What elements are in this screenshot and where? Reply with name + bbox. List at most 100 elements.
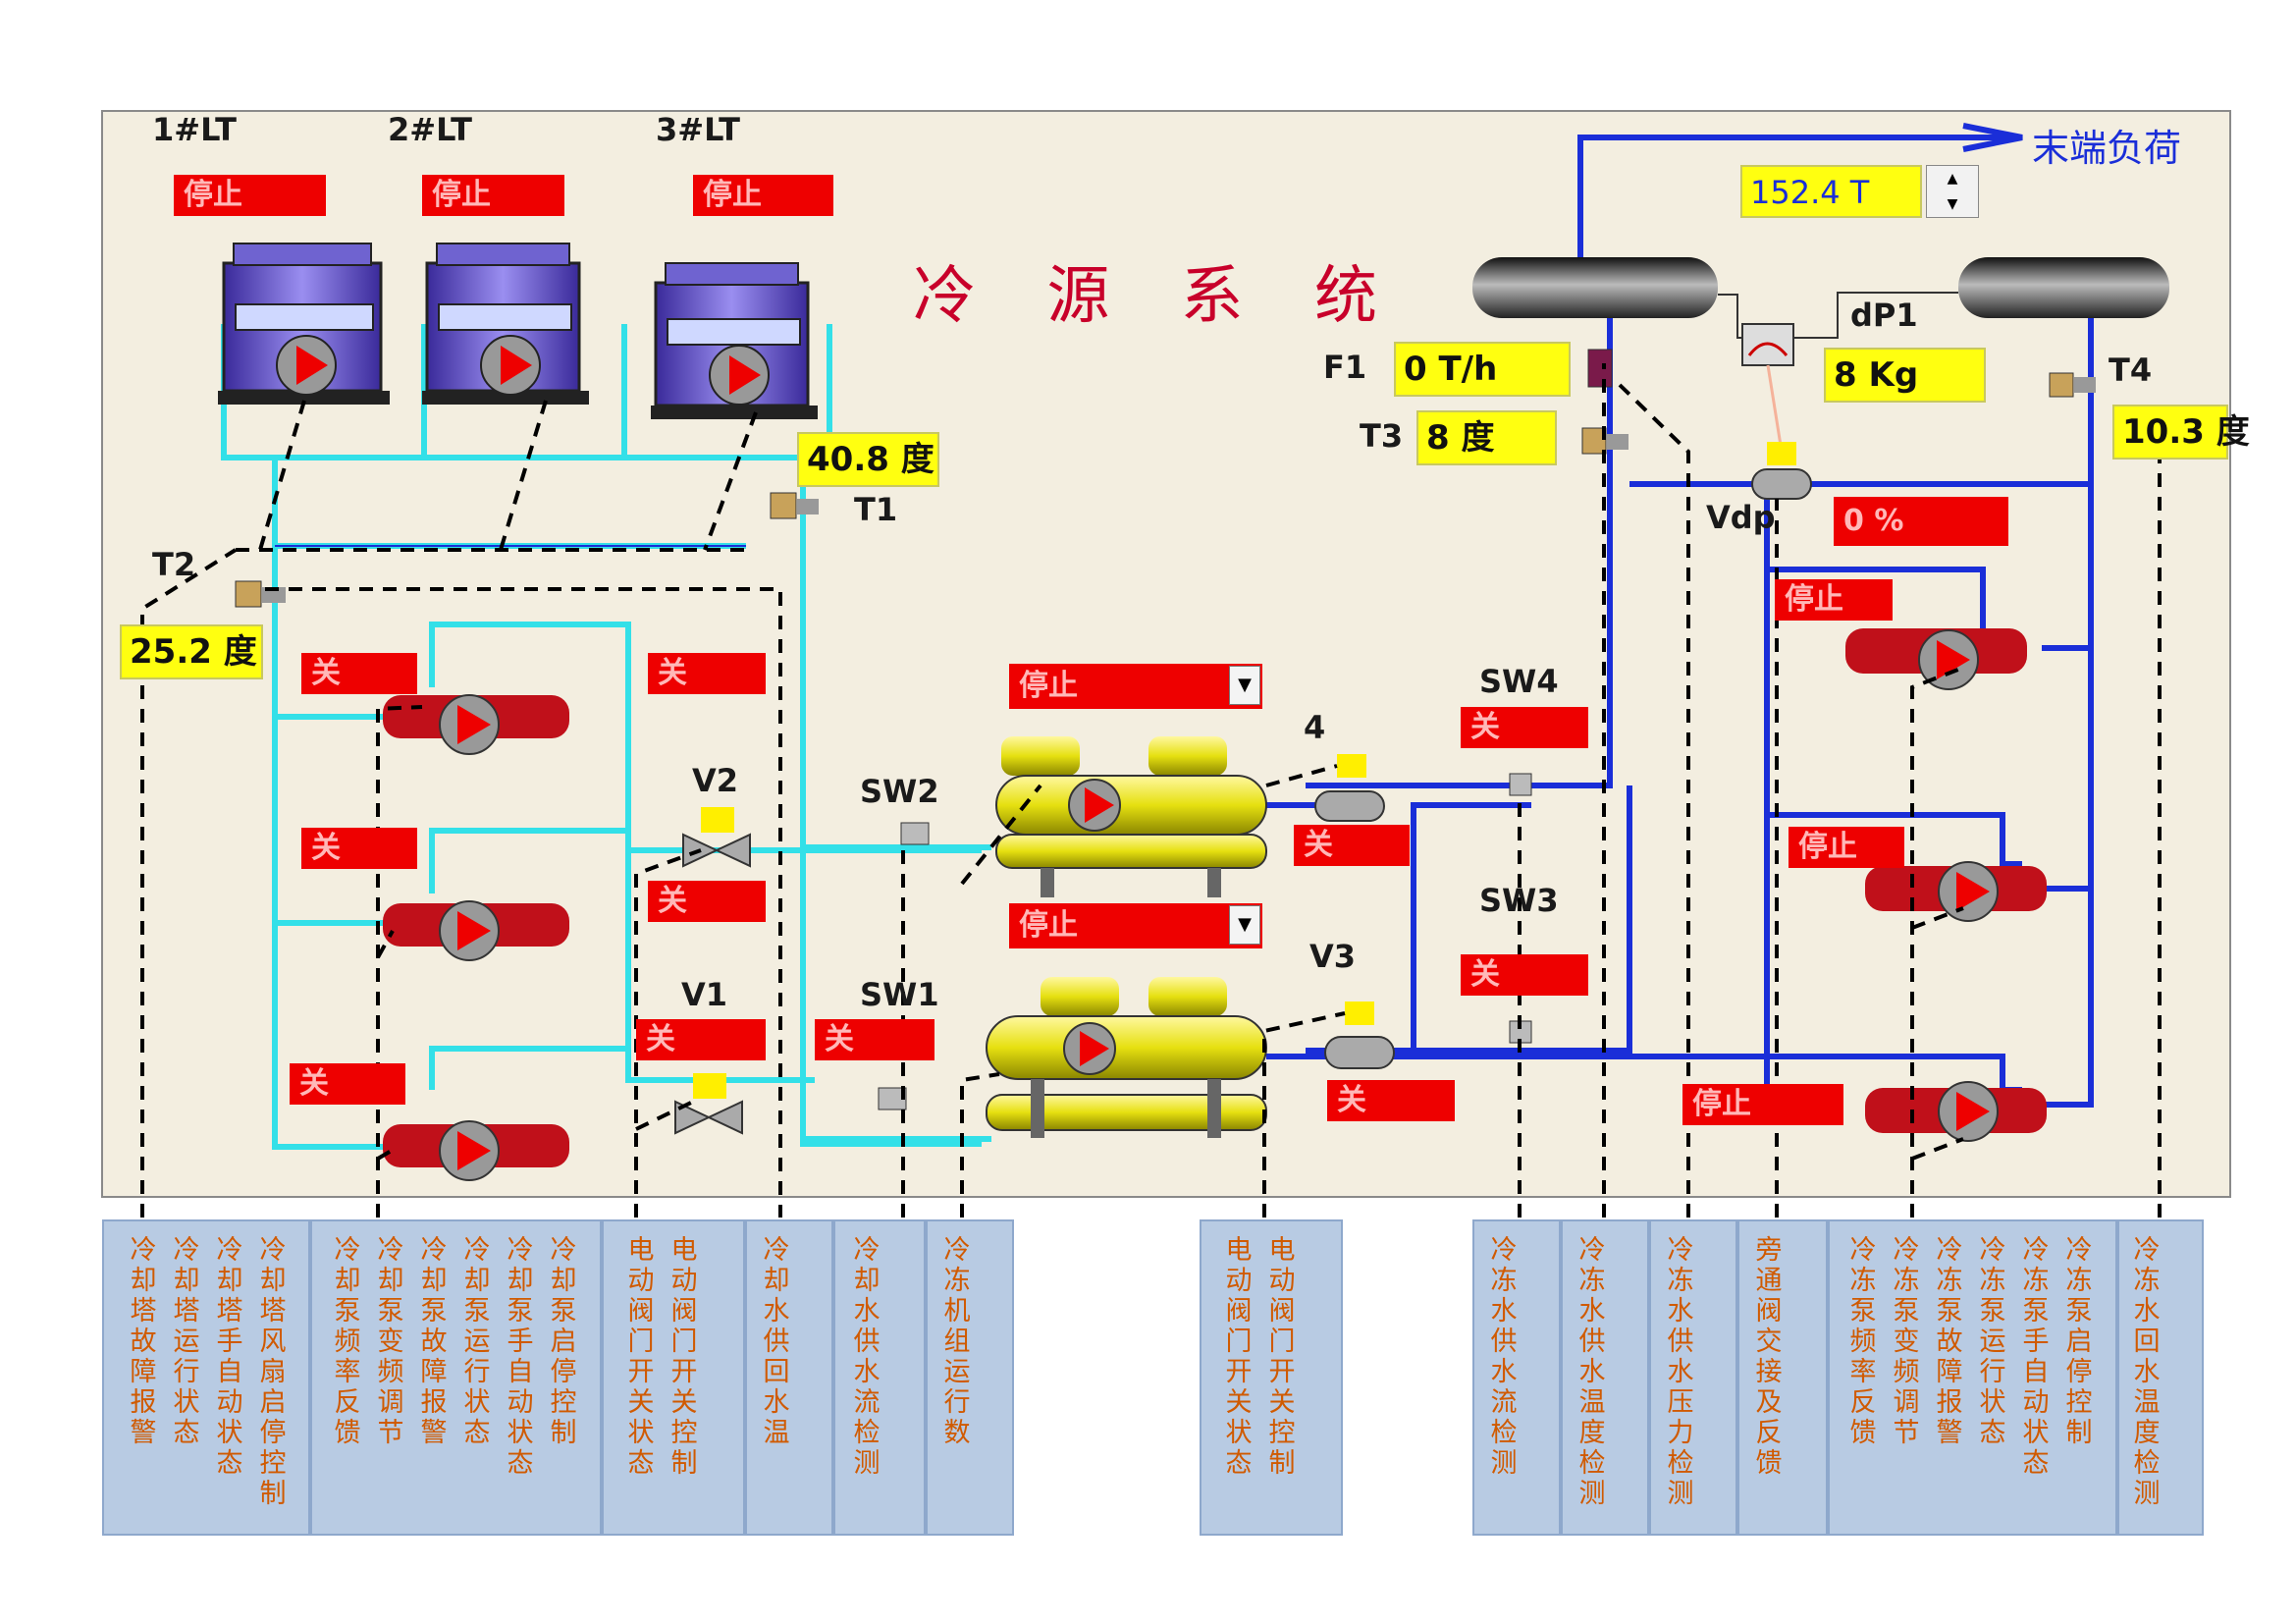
v3-label: V3 bbox=[1309, 938, 1357, 975]
sw3-label: SW3 bbox=[1479, 882, 1559, 919]
chilled-water-pipes bbox=[1266, 135, 2094, 1110]
legend-label: 电动阀门开关控制 bbox=[670, 1235, 698, 1479]
sensor-sw4 bbox=[1509, 773, 1532, 796]
legend-label: 冷却水供水流检测 bbox=[853, 1235, 881, 1479]
dp-gauge bbox=[1718, 292, 1958, 453]
cooling-pump-2-state[interactable]: 关 bbox=[301, 828, 417, 869]
legend-label: 电动阀门开关状态 bbox=[1225, 1235, 1253, 1479]
sensor-t1 bbox=[770, 492, 819, 519]
sw2-label: SW2 bbox=[860, 773, 939, 810]
valve-v1 bbox=[674, 1073, 743, 1135]
legend-label: 冷冻泵启停控制 bbox=[2065, 1235, 2093, 1448]
legend-group: 冷却水供水流检测 bbox=[833, 1219, 926, 1536]
valve-v2 bbox=[682, 807, 751, 868]
signal-lines bbox=[140, 363, 2162, 1218]
legend-label: 冷却泵手自动状态 bbox=[507, 1235, 534, 1479]
chiller-2-dropdown[interactable]: 停止 ▼ bbox=[1009, 903, 1262, 948]
sw1-state[interactable]: 关 bbox=[815, 1019, 934, 1060]
sensor-sw1 bbox=[878, 1087, 907, 1110]
v3-state[interactable]: 关 bbox=[1327, 1080, 1455, 1121]
legend-group: 冷冻泵频率反馈冷冻泵变频调节冷冻泵故障报警冷冻泵运行状态冷冻泵手自动状态冷冻泵启… bbox=[1828, 1219, 2117, 1536]
legend-group: 冷冻机组运行数 bbox=[926, 1219, 1014, 1536]
sensor-t4 bbox=[2049, 372, 2096, 398]
legend-label: 冷冻泵频率反馈 bbox=[1849, 1235, 1877, 1448]
legend-group: 冷冻水回水温度检测 bbox=[2117, 1219, 2204, 1536]
sw1-label: SW1 bbox=[860, 976, 939, 1013]
dp1-reading: 8 Kg bbox=[1824, 348, 1986, 403]
cooling-tower-1 bbox=[218, 243, 390, 405]
chiller-1 bbox=[995, 736, 1267, 897]
cooling-pump-3-state[interactable]: 关 bbox=[290, 1063, 405, 1105]
sw4-state[interactable]: 关 bbox=[1461, 707, 1588, 748]
chiller-2-state: 停止 bbox=[1019, 908, 1078, 943]
dp1-label: dP1 bbox=[1850, 297, 1918, 334]
load-value: 152.4 T bbox=[1750, 174, 1870, 211]
legend-label: 旁通阀交接及反馈 bbox=[1755, 1235, 1783, 1479]
legend-label: 冷却泵故障报警 bbox=[420, 1235, 448, 1448]
chiller-1-dropdown[interactable]: 停止 ▼ bbox=[1009, 664, 1262, 709]
legend-label: 冷冻泵手自动状态 bbox=[2022, 1235, 2050, 1479]
legend-label: 冷却水供回水温 bbox=[763, 1235, 790, 1448]
t2-reading: 25.2 度 bbox=[120, 624, 263, 679]
legend-label: 电动阀门开关控制 bbox=[1268, 1235, 1296, 1479]
sensor-sw2 bbox=[900, 822, 930, 845]
chilled-pump-1-state[interactable]: 停止 bbox=[1775, 579, 1893, 621]
legend-label: 冷却泵变频调节 bbox=[377, 1235, 404, 1448]
t1-reading: 40.8 度 bbox=[797, 432, 939, 487]
return-header bbox=[1958, 257, 2169, 318]
v1-state[interactable]: 关 bbox=[636, 1019, 766, 1060]
legend-group: 电动阀门开关状态电动阀门开关控制 bbox=[1200, 1219, 1343, 1536]
v2-label: V2 bbox=[692, 762, 739, 799]
t1-label: T1 bbox=[854, 491, 898, 528]
legend-label: 电动阀门开关状态 bbox=[627, 1235, 655, 1479]
sensor-t3 bbox=[1581, 427, 1629, 455]
legend-group: 冷却塔故障报警冷却塔运行状态冷却塔手自动状态冷却塔风扇启停控制 bbox=[102, 1219, 310, 1536]
chevron-down-icon[interactable]: ▼ bbox=[1229, 666, 1260, 705]
chiller-2 bbox=[986, 977, 1267, 1138]
t4-label: T4 bbox=[2109, 352, 2153, 389]
v2-upper-state[interactable]: 关 bbox=[648, 653, 766, 694]
legend-label: 冷却塔运行状态 bbox=[173, 1235, 200, 1448]
legend-label: 冷却塔手自动状态 bbox=[216, 1235, 243, 1479]
legend-label: 冷却泵频率反馈 bbox=[334, 1235, 361, 1448]
legend-label: 冷冻泵变频调节 bbox=[1893, 1235, 1920, 1448]
valve-4-state[interactable]: 关 bbox=[1294, 825, 1410, 866]
cooling-pump-1-state[interactable]: 关 bbox=[301, 653, 417, 694]
cooling-pump-2 bbox=[383, 900, 569, 961]
legend-group: 旁通阀交接及反馈 bbox=[1737, 1219, 1828, 1536]
legend-label: 冷却塔风扇启停控制 bbox=[259, 1235, 287, 1509]
vdp-label: Vdp bbox=[1706, 499, 1776, 536]
legend-group: 冷冻水供水流检测 bbox=[1472, 1219, 1561, 1536]
chilled-pump-2-state[interactable]: 停止 bbox=[1789, 827, 1904, 868]
vdp-reading: 0 % bbox=[1834, 497, 2008, 546]
tower-1-status[interactable]: 停止 bbox=[174, 175, 326, 216]
f1-label: F1 bbox=[1323, 349, 1367, 386]
legend-label: 冷冻水供水压力检测 bbox=[1667, 1235, 1694, 1509]
sw3-state[interactable]: 关 bbox=[1461, 954, 1588, 996]
legend-label: 冷却泵启停控制 bbox=[550, 1235, 577, 1448]
valve-vdp bbox=[1751, 442, 1812, 500]
legend-label: 冷却塔故障报警 bbox=[130, 1235, 157, 1448]
load-spinner[interactable]: 152.4 T bbox=[1740, 165, 1922, 218]
cooling-tower-3 bbox=[651, 262, 818, 419]
legend-label: 冷冻水回水温度检测 bbox=[2133, 1235, 2161, 1509]
terminal-load-label: 末端负荷 bbox=[2032, 127, 2182, 170]
tower-3-status[interactable]: 停止 bbox=[693, 175, 833, 216]
chevron-down-icon[interactable]: ▼ bbox=[1229, 905, 1260, 945]
valve-4-label: 4 bbox=[1304, 709, 1326, 746]
cooling-tower-2 bbox=[422, 243, 589, 405]
chilled-pump-3-state[interactable]: 停止 bbox=[1682, 1084, 1843, 1125]
valve-v3 bbox=[1324, 1001, 1395, 1069]
tower-3-name: 3#LT bbox=[656, 111, 740, 148]
chilled-pump-2 bbox=[1865, 861, 2047, 922]
tower-2-status[interactable]: 停止 bbox=[422, 175, 564, 216]
v2-state[interactable]: 关 bbox=[648, 881, 766, 922]
v1-label: V1 bbox=[681, 976, 728, 1013]
cooling-water-pipes bbox=[221, 324, 991, 1150]
load-spinner-arrows[interactable]: ▲▼ bbox=[1926, 165, 1979, 218]
valve-4 bbox=[1314, 754, 1385, 822]
tower-1-name: 1#LT bbox=[152, 111, 237, 148]
legend-group: 冷冻水供水温度检测 bbox=[1561, 1219, 1649, 1536]
sensor-f1 bbox=[1587, 349, 1613, 388]
